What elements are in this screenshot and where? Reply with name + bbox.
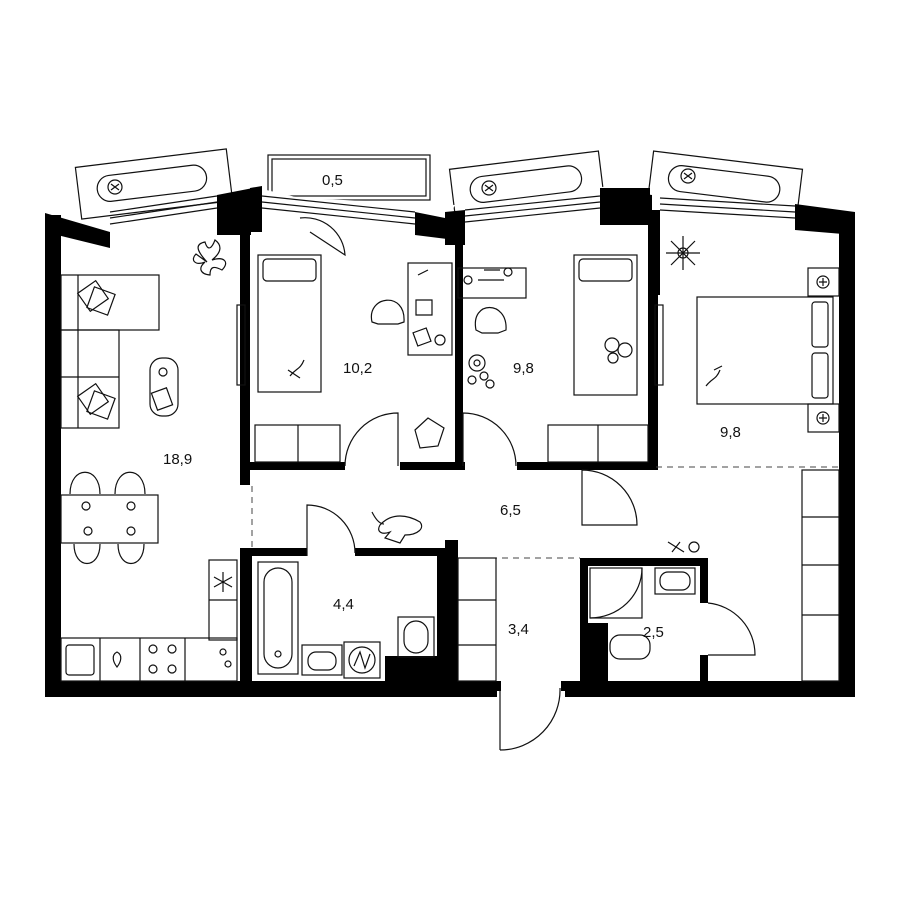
kitchen	[60, 559, 238, 682]
snowflake-icon	[213, 572, 233, 592]
toy-icon	[667, 541, 700, 553]
plant-icon	[192, 239, 227, 276]
area-label-bathroom: 4,4	[333, 596, 354, 613]
area-label-living: 18,9	[163, 451, 192, 468]
area-label-bedroom-2: 9,8	[513, 360, 534, 377]
dog-icon	[371, 511, 423, 544]
ac-unit-left	[74, 148, 234, 220]
dining-table	[60, 471, 159, 564]
entrance-closet	[457, 557, 497, 682]
windows	[109, 195, 796, 225]
fan-icon	[680, 168, 696, 184]
master-bedroom-furniture	[666, 236, 840, 682]
area-label-bedroom-1: 10,2	[343, 360, 372, 377]
fan-icon	[107, 179, 123, 195]
bedroom-2-furniture	[457, 254, 664, 463]
bathroom-fixtures	[257, 561, 435, 679]
sofa	[60, 274, 160, 429]
zone-boundaries	[251, 466, 839, 559]
balcony	[267, 154, 431, 201]
area-label-wc: 2,5	[643, 624, 664, 641]
bedroom-1-furniture	[236, 254, 453, 463]
coffee-table	[149, 357, 179, 417]
fan-icon	[481, 180, 497, 196]
living-furniture	[60, 239, 238, 682]
area-label-balcony: 0,5	[322, 172, 343, 189]
area-labels: 18,9 0,5 10,2 9,8 9,8 6,5 4,4 3,4 2,5	[163, 172, 741, 641]
exterior-walls	[45, 186, 855, 697]
entrance-door[interactable]	[497, 681, 565, 751]
doors	[299, 217, 756, 656]
wc-fixtures	[589, 567, 696, 660]
area-label-entrance: 3,4	[508, 621, 529, 638]
area-label-hall: 6,5	[500, 502, 521, 519]
area-label-master-bedroom: 9,8	[720, 424, 741, 441]
snowflake-plant-icon	[666, 236, 700, 270]
